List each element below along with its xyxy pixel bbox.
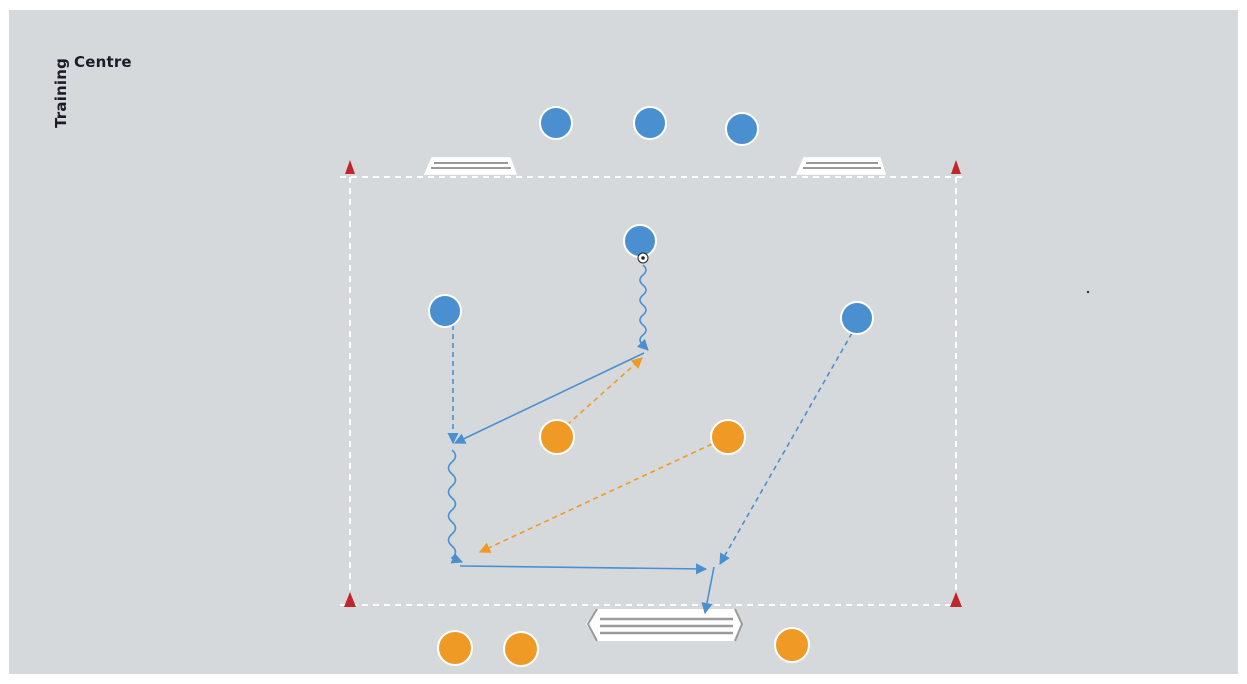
logo-word-centre: Centre: [74, 53, 132, 71]
blue-player: [428, 294, 462, 328]
training-centre-logo: Centre Training: [0, 0, 200, 140]
goal-icon: [586, 608, 744, 642]
orange-player: [539, 419, 575, 455]
goal-icon: [423, 157, 518, 175]
soccer-ball-icon: [637, 252, 649, 264]
blue-player: [840, 301, 874, 335]
speck: [1086, 290, 1090, 294]
blue-pass-arrow: [459, 563, 708, 575]
movement-arrows: [447, 264, 853, 615]
orange-run-arrow: [566, 357, 643, 426]
goal-icon: [795, 157, 887, 175]
orange-run-arrow: [478, 443, 713, 553]
cones: [344, 160, 962, 607]
blue-player: [633, 106, 667, 140]
blue-player: [725, 112, 759, 146]
cone-icon: [345, 160, 355, 174]
blue-player: [539, 106, 573, 140]
orange-player: [710, 419, 746, 455]
blue-dribble-arrow: [447, 449, 464, 564]
orange-player: [437, 630, 473, 666]
blue-players: [428, 106, 874, 335]
blue-pass-arrow: [453, 352, 645, 444]
blue-shot-arrow: [701, 566, 715, 615]
blue-player: [623, 224, 657, 258]
orange-player: [503, 631, 539, 667]
pitch-boundary: [340, 176, 966, 606]
orange-players: [437, 419, 810, 667]
cone-icon: [950, 592, 962, 607]
orange-player: [774, 627, 810, 663]
drill-background: [9, 10, 1238, 674]
cone-icon: [951, 160, 961, 174]
blue-dribble-arrow: [636, 264, 649, 351]
cone-icon: [344, 592, 356, 607]
